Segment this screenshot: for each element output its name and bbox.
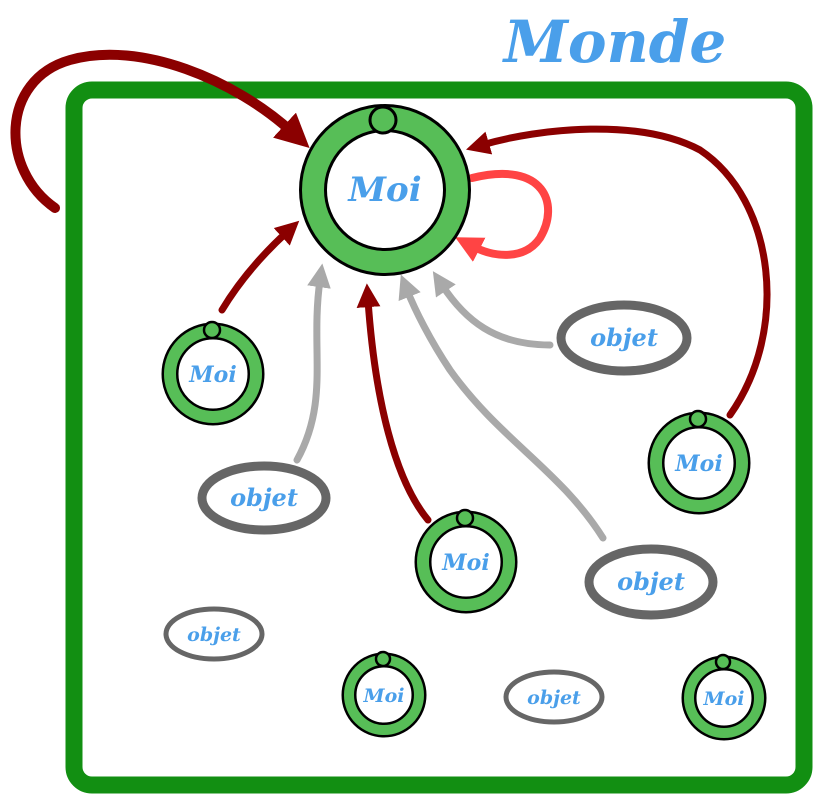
- moi-label: Moi: [703, 688, 745, 710]
- arrow-moi-right-to-center: [466, 125, 771, 419]
- moi-label: Moi: [363, 685, 405, 707]
- objet-ellipse-lower-right: objet: [584, 544, 718, 620]
- arrow-outside-to-moi: [10, 49, 310, 213]
- objet-ellipse-left: objet: [197, 461, 331, 535]
- ouroboros-head-icon: [202, 320, 222, 340]
- arrow-objet-upper-right-to-center: [432, 271, 554, 349]
- moi-ring-center: Moi: [299, 104, 471, 276]
- ouroboros-head-icon: [714, 653, 732, 671]
- moi-label: Moi: [441, 550, 489, 576]
- moi-label: Moi: [188, 362, 236, 388]
- world-border: [65, 81, 813, 794]
- diagram-title: Monde: [502, 8, 727, 76]
- moi-ring-right: Moi: [647, 409, 751, 515]
- objet-ellipse-upper-right: objet: [556, 300, 692, 376]
- arrows: [10, 49, 771, 542]
- ouroboros-head-icon: [368, 105, 398, 135]
- arrow-moi-middle-to-center: [356, 283, 432, 524]
- arrow-self-loop: [455, 169, 552, 262]
- objet-label: objet: [617, 567, 685, 596]
- arrow-moi-left-to-center: [218, 220, 300, 314]
- objet-label: objet: [230, 483, 298, 512]
- moi-label: Moi: [347, 170, 421, 210]
- objet-label: objet: [187, 624, 241, 646]
- moi-ring-bottom-1: Moi: [341, 650, 427, 738]
- ouroboros-head-icon: [455, 508, 475, 528]
- objet-ellipse-bottom: objet: [503, 669, 605, 725]
- moi-ring-left: Moi: [161, 320, 265, 426]
- objet-ellipse-lower-left: objet: [163, 606, 265, 662]
- ouroboros-head-icon: [374, 650, 392, 668]
- objet-label: objet: [590, 323, 658, 352]
- ouroboros-head-icon: [688, 409, 708, 429]
- moi-label: Moi: [674, 451, 722, 477]
- objet-label: objet: [527, 687, 581, 709]
- arrow-objet-left-to-center: [293, 263, 331, 464]
- moi-ring-middle: Moi: [414, 508, 518, 614]
- arrow-objet-lower-right-to-center: [398, 274, 607, 542]
- moi-ring-bottom-2: Moi: [681, 653, 767, 741]
